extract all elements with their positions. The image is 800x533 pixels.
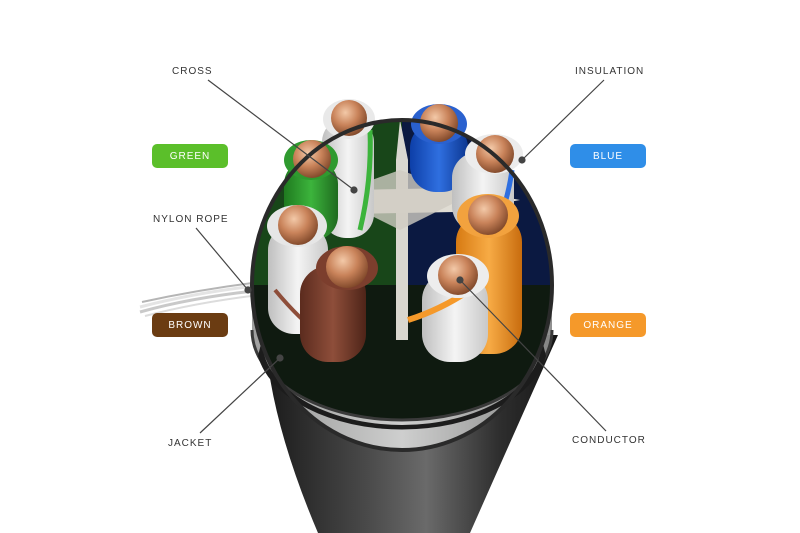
pill-green: GREEN: [152, 144, 228, 168]
label-jacket: JACKET: [168, 438, 213, 449]
pill-orange: ORANGE: [570, 313, 646, 337]
wire-brown: [300, 246, 378, 362]
label-cross: CROSS: [172, 66, 213, 77]
label-conductor: CONDUCTOR: [572, 435, 646, 446]
wire-orange-white: [407, 254, 489, 362]
wire-brown-white: [267, 205, 328, 336]
label-nylon-rope: NYLON ROPE: [153, 214, 229, 225]
label-insulation: INSULATION: [575, 66, 645, 77]
pill-blue: BLUE: [570, 144, 646, 168]
pill-brown: BROWN: [152, 313, 228, 337]
leader-lines: [195, 79, 607, 434]
